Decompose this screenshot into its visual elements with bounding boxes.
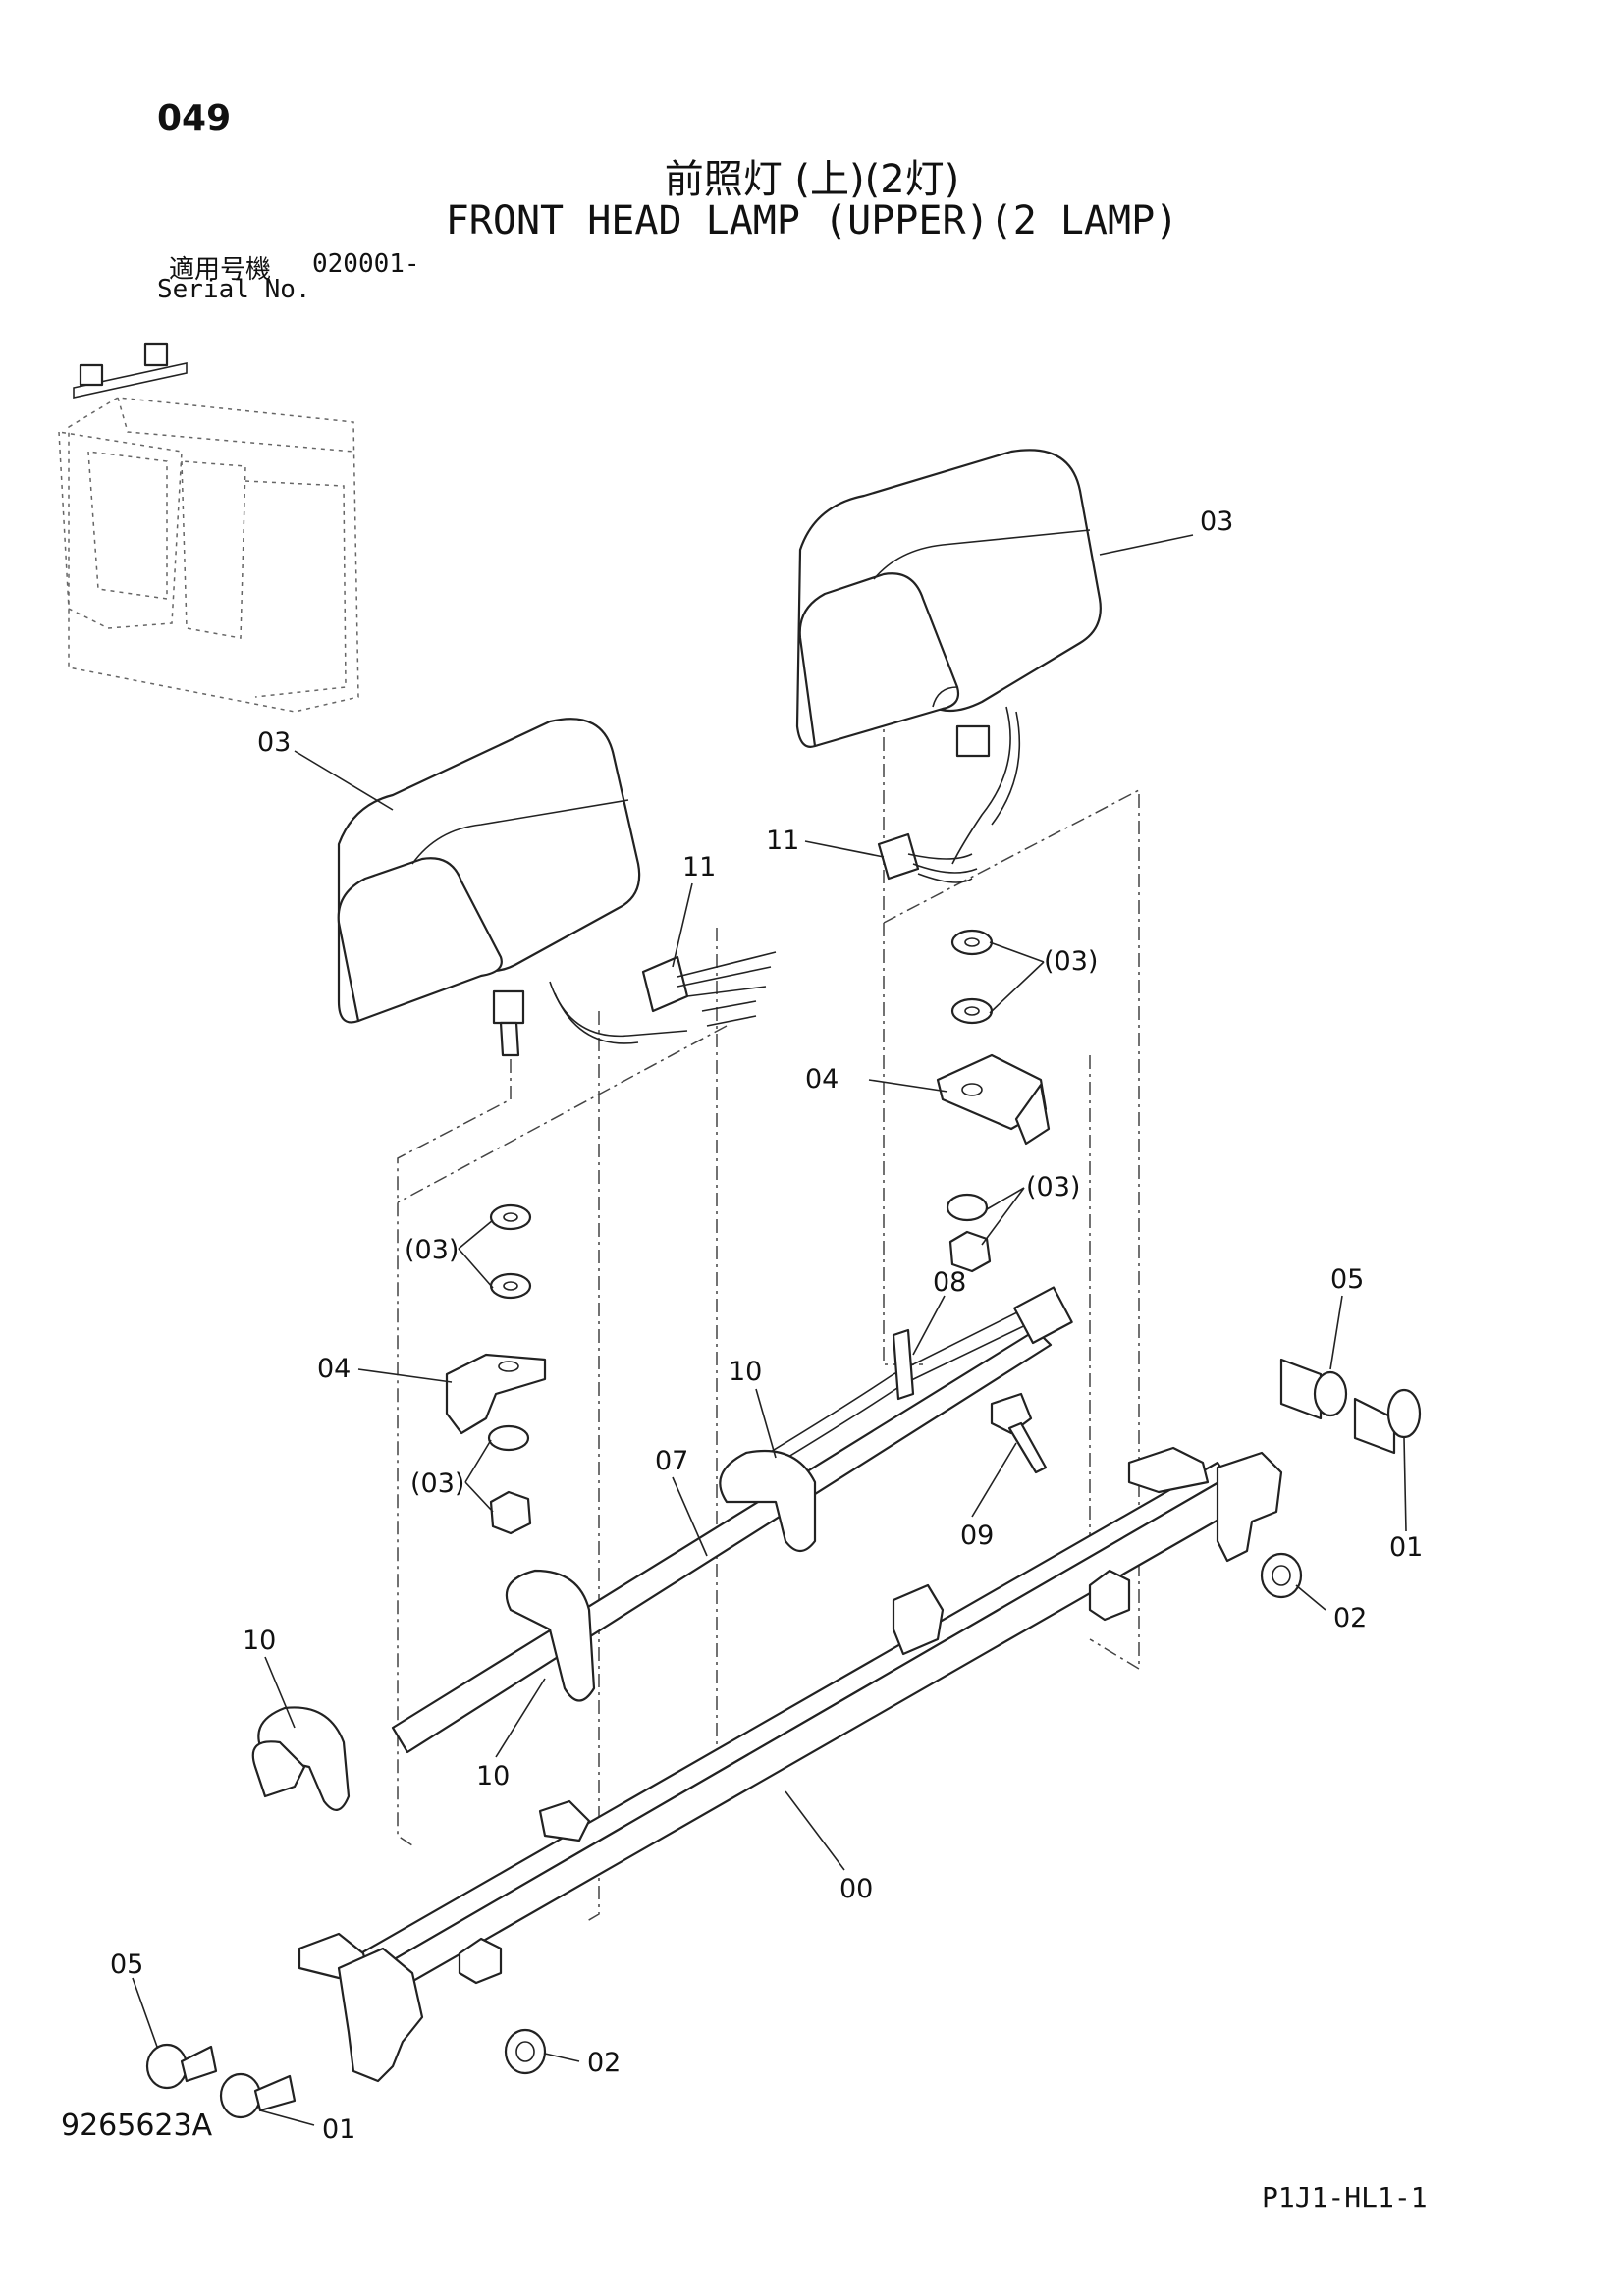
callout-lamp-left: 03	[257, 727, 291, 758]
serial-label-english: Serial No.	[157, 275, 311, 304]
callout-bar-00: 00	[839, 1874, 873, 1904]
page-code: P1J1-HL1-1	[1262, 2181, 1428, 2214]
callout-band-10-lower: 10	[476, 1761, 510, 1791]
clip-parts	[641, 832, 978, 1027]
callout-band-10-left: 10	[243, 1626, 276, 1656]
callout-bracket-left: 04	[317, 1354, 351, 1384]
left-mount-hardware	[445, 1203, 547, 1535]
mount-bar	[298, 1446, 1283, 2083]
callout-washers-left: (03)	[405, 1235, 459, 1265]
callout-clip-right: 11	[766, 826, 799, 856]
callout-harness-07: 07	[655, 1446, 688, 1476]
callout-lamp-right: 03	[1200, 507, 1233, 537]
cab-location-inset	[58, 342, 359, 713]
callout-band-10-mid: 10	[729, 1357, 762, 1387]
callout-nut-washer-right: (03)	[1026, 1172, 1080, 1202]
head-lamp-right	[795, 449, 1102, 865]
callout-washer-left-02: 02	[587, 2048, 621, 2078]
wire-harness-assembly	[251, 1286, 1073, 1811]
head-lamp-left	[337, 718, 688, 1057]
callout-bolt-left-01: 01	[322, 2114, 355, 2145]
title-english: FRONT HEAD LAMP (UPPER)(2 LAMP)	[445, 198, 1179, 243]
callout-labels: 03 03 11 11 (03) 04 (03) (03) 04 (03) 05…	[110, 507, 1423, 2145]
callout-connector-08: 08	[933, 1267, 966, 1298]
callout-washer-right-02: 02	[1333, 1603, 1367, 1633]
serial-value: 020001-	[312, 249, 420, 279]
leader-lines	[132, 534, 1407, 2126]
drawing-number: 9265623A	[61, 2109, 213, 2143]
callout-bolt-09: 09	[960, 1521, 994, 1551]
fasteners	[145, 1358, 1422, 2119]
title-japanese: 前照灯 (上)(2灯)	[664, 157, 960, 202]
callout-bracket-right: 04	[805, 1064, 839, 1095]
right-mount-hardware	[936, 929, 1051, 1273]
callout-washers-right: (03)	[1044, 946, 1098, 977]
callout-bolt-right-05: 05	[1330, 1264, 1364, 1295]
page-number: 049	[157, 98, 232, 138]
callout-bolt-right-01: 01	[1389, 1532, 1423, 1563]
callout-clip-left: 11	[682, 852, 716, 882]
serial-label-japanese: 適用号機	[169, 255, 272, 285]
alignment-lines	[397, 658, 1140, 1922]
callout-bolt-left-05: 05	[110, 1949, 143, 1980]
callout-nut-washer-left: (03)	[410, 1468, 464, 1499]
